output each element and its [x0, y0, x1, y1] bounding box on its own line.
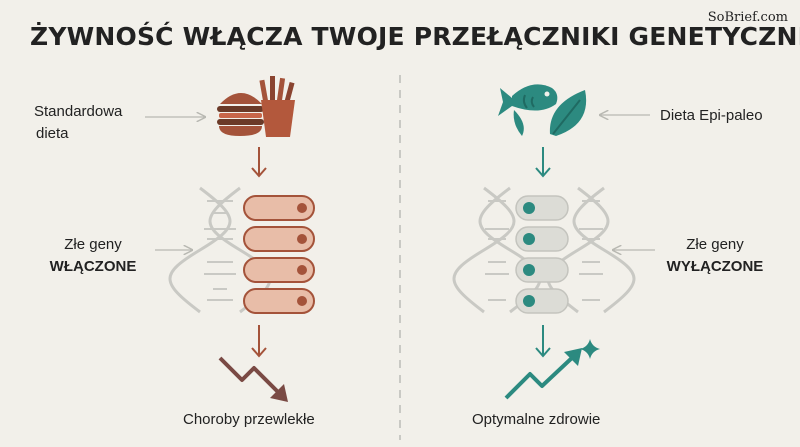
epi-paleo-diet-label: Dieta Epi-paleo [660, 107, 763, 124]
gene-switch-off-2 [515, 226, 569, 252]
right-arrow-down-2 [535, 325, 551, 358]
standard-diet-line2: dieta [36, 125, 69, 142]
fish-icon [498, 84, 558, 136]
brand-watermark: SoBrief.com [707, 10, 788, 25]
gene-switch-off-1 [515, 195, 569, 221]
bad-genes-on-line1: Złe geny [64, 236, 122, 253]
standard-diet-line1: Standardowa [34, 103, 123, 120]
leaf-icon [549, 90, 587, 136]
gene-switch-on-2 [243, 226, 315, 252]
declining-trend-icon [218, 356, 288, 402]
bad-genes-off-label: Złe geny WYŁĄCZONE [650, 234, 780, 278]
optimal-health-label: Optymalne zdrowie [472, 411, 601, 428]
gene-switch-off-4 [515, 288, 569, 314]
gene-switch-off-3 [515, 257, 569, 283]
bad-genes-on-label: Złe geny WŁĄCZONE [38, 234, 148, 278]
left-arrow-down-1 [251, 147, 267, 178]
standard-diet-label: Standardowa dieta [34, 101, 122, 145]
fries-icon [259, 76, 295, 137]
bad-genes-off-line2: WYŁĄCZONE [666, 258, 764, 275]
gene-switch-on-3 [243, 257, 315, 283]
chronic-disease-label: Choroby przewlekłe [183, 411, 315, 428]
bad-genes-on-line2: WŁĄCZONE [49, 258, 137, 275]
sparkle-icon [580, 339, 600, 359]
rising-trend-icon [504, 348, 582, 400]
right-arrow-down-1 [535, 147, 551, 178]
page-title: ŻYWNOŚĆ WŁĄCZA TWOJE PRZEŁĄCZNIKI GENETY… [30, 22, 800, 51]
left-arrow-down-2 [251, 325, 267, 358]
burger-icon [217, 93, 264, 136]
bad-genes-off-line1: Złe geny [686, 236, 744, 253]
gene-switch-on-1 [243, 195, 315, 221]
gene-switch-on-4 [243, 288, 315, 314]
